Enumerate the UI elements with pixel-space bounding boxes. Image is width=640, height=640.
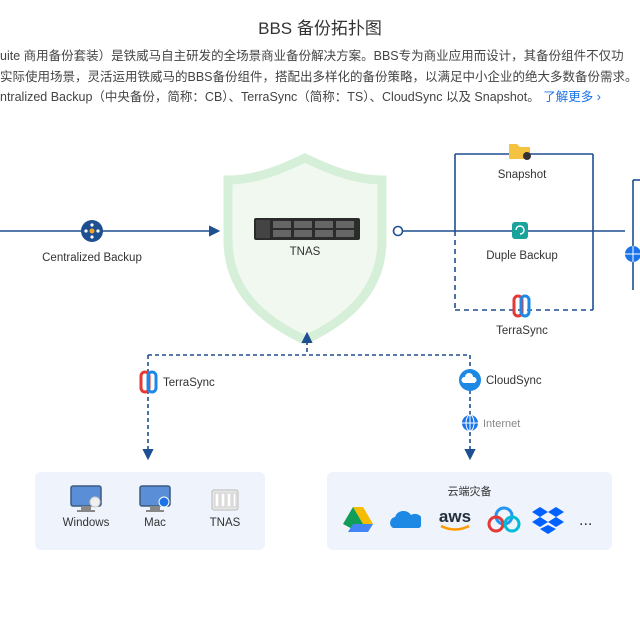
windows-label: Windows <box>62 517 110 529</box>
duple-backup-icon <box>512 222 528 239</box>
tnas-device-icon <box>211 489 239 511</box>
snapshot-folder-icon <box>509 144 531 160</box>
tnas-port <box>392 225 404 237</box>
duple-backup-label: Duple Backup <box>486 250 558 262</box>
onedrive-icon <box>387 508 423 535</box>
terrasync-left-label: TerraSync <box>163 377 215 389</box>
aws-logo-text: aws <box>439 507 471 526</box>
tnas-rack-icon <box>254 218 360 240</box>
google-drive-icon <box>343 505 373 538</box>
mac-pc-icon <box>139 485 171 512</box>
desc-line-3-text: ntralized Backup（中央备份，简称：CB）、TerraSync（简… <box>0 90 540 104</box>
tnas-device-label: TNAS <box>209 517 241 529</box>
desc-line-2: 实际使用场景，灵活运用铁威马的BBS备份组件，搭配出多样化的备份策略，以满足中小… <box>0 69 638 84</box>
mac-label: Mac <box>144 517 166 529</box>
description: uite 商用备份套装）是铁威马自主研发的全场景商业备份解决方案。BBS专为商业… <box>0 46 640 108</box>
more-icon: ... <box>579 512 592 530</box>
dropbox-icon <box>532 505 564 540</box>
terrasync-right-label: TerraSync <box>496 325 548 337</box>
terrasync-icon-left <box>139 370 158 394</box>
cloud-backup-panel: 云端灾备 aws ... <box>327 472 612 550</box>
centralized-backup-icon <box>81 220 103 242</box>
windows-pc-icon <box>70 485 102 512</box>
baidu-cloud-icon <box>487 506 521 539</box>
internet-globe-icon <box>462 414 478 432</box>
local-devices-panel: Windows Mac TNAS <box>35 472 265 550</box>
mac-device: Mac <box>120 484 190 529</box>
windows-device: Windows <box>51 484 121 529</box>
cloudsync-icon <box>459 369 481 391</box>
centralized-backup-label: Centralized Backup <box>42 252 142 264</box>
internet-label: Internet <box>483 418 520 430</box>
more-text: ... <box>579 512 593 529</box>
tnas-label: TNAS <box>290 246 321 258</box>
cloudsync-label: CloudSync <box>486 375 542 387</box>
page-title: BBS 备份拓扑图 <box>258 19 382 38</box>
desc-line-3: ntralized Backup（中央备份，简称：CB）、TerraSync（简… <box>0 87 640 108</box>
terrasync-icon-right <box>512 294 531 318</box>
learn-more-link[interactable]: 了解更多 › <box>543 90 601 104</box>
snapshot-label: Snapshot <box>498 169 547 181</box>
cloud-backup-title: 云端灾备 <box>447 486 492 498</box>
tnas-device: TNAS <box>190 484 260 529</box>
aws-icon: aws <box>435 506 475 539</box>
desc-line-1: uite 商用备份套装）是铁威马自主研发的全场景商业备份解决方案。BBS专为商业… <box>0 49 624 63</box>
globe-icon-right <box>625 246 640 262</box>
